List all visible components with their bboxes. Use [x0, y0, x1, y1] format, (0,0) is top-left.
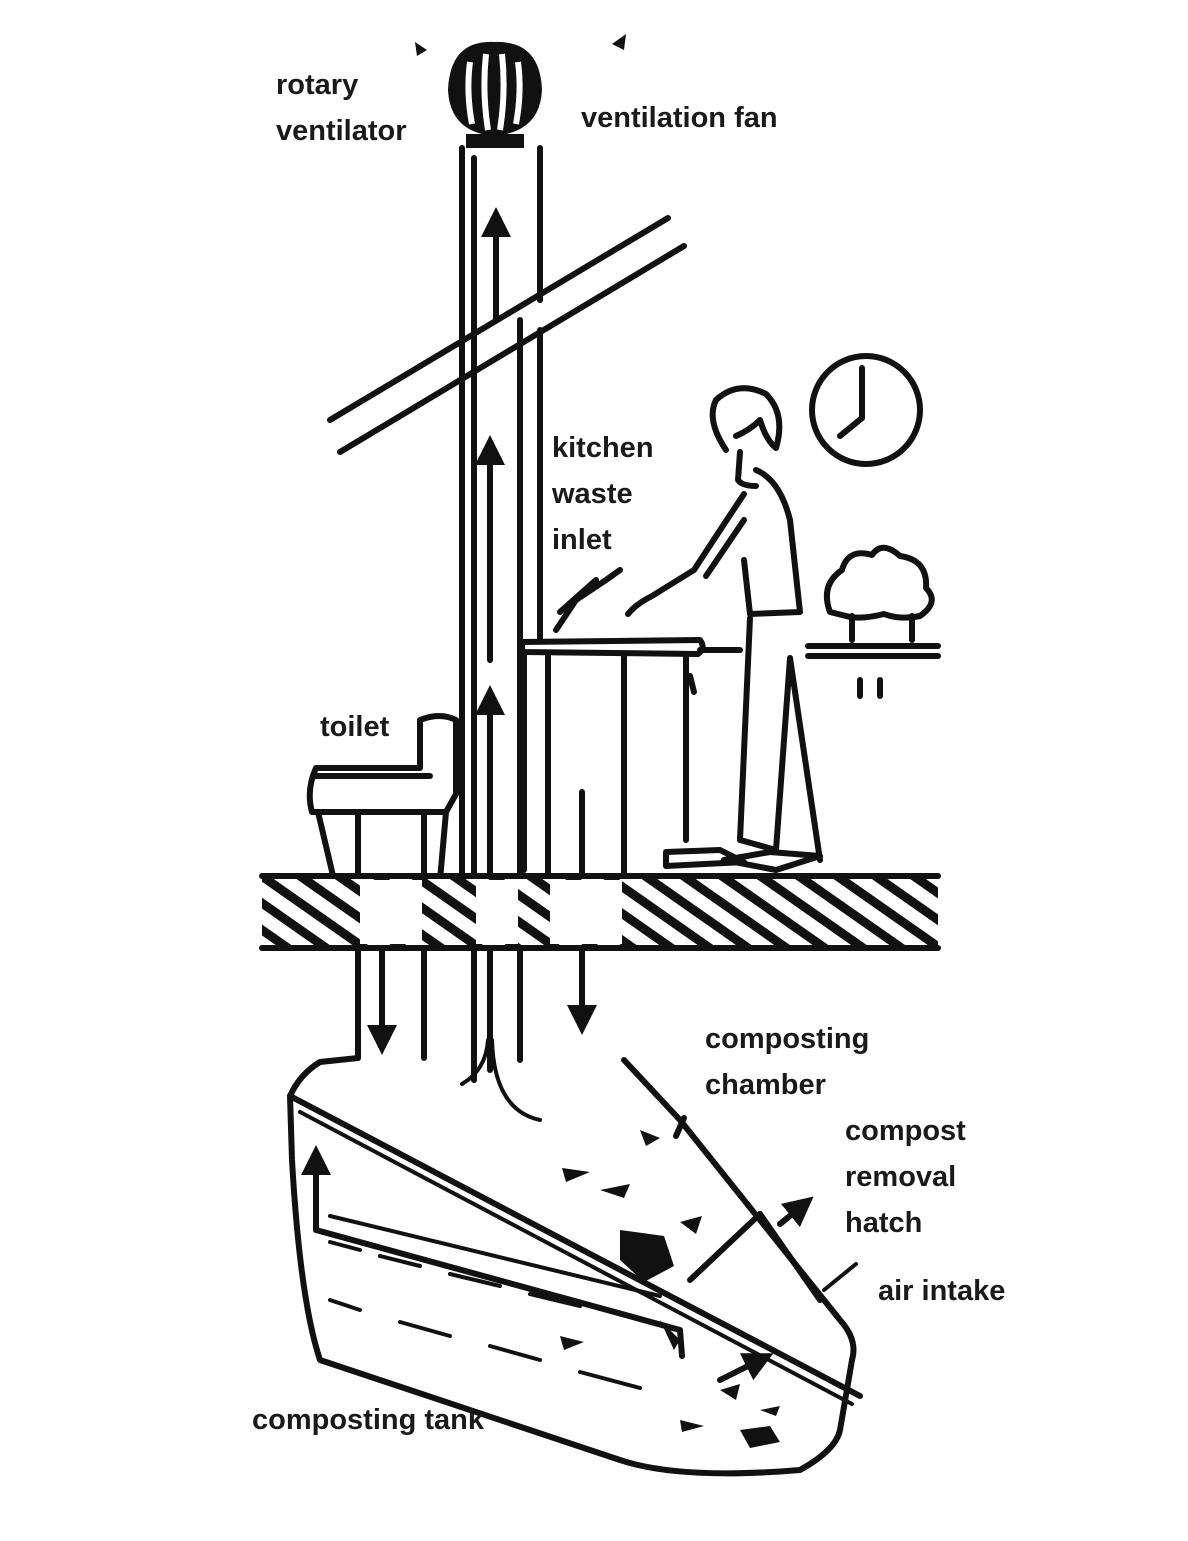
label-composting-tank: composting tank [252, 1404, 485, 1436]
rotary-ventilator [415, 34, 626, 148]
roof [327, 215, 687, 455]
label-composting-chamber-line1: composting [705, 1023, 870, 1055]
label-ventilation-fan: ventilation fan [581, 102, 778, 134]
label-compost-removal-hatch: compost removal hatch [845, 1108, 966, 1246]
label-kitchen-waste-inlet-line2: waste [552, 478, 633, 510]
label-composting-chamber: composting chamber [705, 1016, 869, 1108]
label-rotary-ventilator: rotary ventilator [276, 62, 407, 154]
label-rotary-ventilator-line2: ventilator [276, 115, 407, 147]
label-toilet: toilet [320, 711, 390, 743]
label-air-intake: air intake [878, 1275, 1006, 1307]
label-kitchen-waste-inlet-line1: kitchen [552, 432, 654, 464]
label-composting-chamber-line2: chamber [705, 1069, 826, 1101]
label-kitchen-waste-inlet-line3: inlet [552, 524, 612, 556]
person-figure [625, 385, 823, 873]
composting-tank [287, 1055, 863, 1477]
label-compost-removal-hatch-line1: compost [845, 1115, 966, 1147]
clock-icon [809, 353, 923, 467]
label-rotary-ventilator-line1: rotary [276, 69, 359, 101]
kitchen-counter [519, 567, 743, 1035]
floor [259, 873, 941, 951]
label-compost-removal-hatch-line2: removal [845, 1161, 957, 1193]
label-compost-removal-hatch-line3: hatch [845, 1207, 923, 1239]
plant-icon [805, 544, 941, 699]
label-kitchen-waste-inlet: kitchen waste inlet [552, 425, 654, 563]
